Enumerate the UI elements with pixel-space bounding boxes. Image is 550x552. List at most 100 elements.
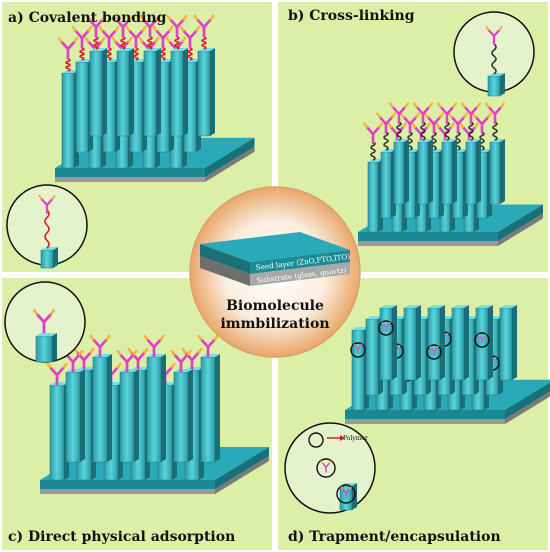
covalent-linker <box>201 36 207 50</box>
crosslinker <box>479 131 485 151</box>
antibody-icon <box>429 345 439 356</box>
panel-d-base-front <box>345 410 505 419</box>
inset-circle-encapsulation: Polymer <box>284 422 376 514</box>
nanorod <box>379 305 397 381</box>
nanorod <box>200 354 220 463</box>
antibody-icon <box>38 194 56 214</box>
panel-a-base-substrate-side <box>205 146 255 182</box>
antibody-icon <box>437 102 457 125</box>
antibody-icon <box>32 309 56 334</box>
antibody-icon <box>461 102 481 125</box>
panel-c-base-side <box>215 447 269 489</box>
antibody-icon <box>170 349 192 373</box>
antibody-icon <box>71 25 93 49</box>
crosslinker <box>455 131 461 151</box>
covalent-linker <box>93 36 99 50</box>
substrate-left <box>200 256 250 286</box>
panel-d-base-substrate-front <box>345 419 505 424</box>
nanorod <box>92 354 112 463</box>
antibody-icon <box>112 14 134 38</box>
nanorod <box>489 139 505 205</box>
antibody-icon <box>376 112 396 135</box>
panel-a-title: a) Covalent bonding <box>8 10 167 26</box>
panel-b-base-front <box>358 232 498 241</box>
nanorod <box>170 48 188 137</box>
antibody-icon <box>98 25 120 49</box>
antibody-icon <box>413 102 433 125</box>
antibody-icon <box>46 362 68 386</box>
antibody-icon <box>152 25 174 49</box>
antibody-icon <box>424 112 444 135</box>
antibody-icon <box>85 14 107 38</box>
antibody-icon <box>197 334 219 358</box>
polymer-capsule-icon <box>308 432 324 448</box>
nanorod <box>403 305 421 381</box>
nanorod <box>173 369 193 463</box>
nanorod <box>197 48 215 137</box>
antibody-icon <box>57 36 79 60</box>
panel-b-title: b) Cross-linking <box>288 8 415 24</box>
antibody-icon <box>116 349 138 373</box>
panel-b-base-substrate-front <box>358 241 498 246</box>
antibody-icon <box>181 347 203 371</box>
antibody-icon <box>138 36 160 60</box>
antibody-icon <box>320 460 332 473</box>
panel-a-illustration <box>55 14 255 182</box>
antibody-icon <box>143 334 165 358</box>
crosslinker <box>383 131 389 151</box>
nanorod <box>427 305 445 381</box>
antibody-icon <box>73 347 95 371</box>
antibody-icon <box>127 347 149 371</box>
antibody-icon <box>485 102 505 125</box>
antibody-icon <box>89 334 111 358</box>
polymer-legend-label: Polymer <box>343 435 368 442</box>
antibody-icon <box>363 122 383 145</box>
antibody-icon <box>125 25 147 49</box>
antibody-icon <box>353 343 363 354</box>
antibody-icon <box>193 14 215 38</box>
center-title-line2: immbilization <box>220 316 329 332</box>
panel-d-title: d) Trapment/encapsulation <box>288 529 501 545</box>
panel-a-base-substrate-front <box>55 177 205 182</box>
panel-b-illustration <box>358 102 543 246</box>
panel-c-base-front <box>40 480 215 489</box>
antibody-icon <box>477 333 487 344</box>
nanorod <box>487 73 505 97</box>
crosslinker <box>396 121 402 141</box>
panel-c-base-substrate-side <box>215 456 269 494</box>
covalent-linker <box>79 47 85 61</box>
nanorod <box>451 305 469 381</box>
antibody-icon <box>166 14 188 38</box>
crosslinker <box>491 43 497 75</box>
polymer-capsule-icon <box>350 342 366 358</box>
panel-b-base-side <box>498 204 543 241</box>
crosslinker <box>444 121 450 141</box>
covalent-linker <box>106 47 112 61</box>
inset-circle-adsorption <box>4 281 86 363</box>
polymer-capsule-icon <box>378 320 394 336</box>
nanorod <box>393 139 409 205</box>
antibody-icon <box>381 321 391 332</box>
covalent-linker <box>44 209 50 249</box>
nanorod <box>89 48 107 137</box>
nanorod <box>441 139 457 205</box>
panel-a-base-front <box>55 168 205 177</box>
panel-c-title: c) Direct physical adsorption <box>8 529 235 545</box>
covalent-linker <box>65 58 71 72</box>
antibody-icon <box>139 14 161 38</box>
center-circle: Seed layer (ZnO,FTO,ITO) Substrate (glas… <box>189 186 361 358</box>
panel-c-base-substrate-front <box>40 489 215 494</box>
arrow-right-icon-head <box>340 435 345 441</box>
antibody-icon <box>389 102 409 125</box>
antibody-icon <box>485 25 503 45</box>
panel-a-base-side <box>205 137 255 177</box>
nanorod <box>35 333 57 363</box>
crosslinker <box>431 131 437 151</box>
covalent-linker <box>160 47 166 61</box>
covalent-linker <box>120 36 126 50</box>
substrate-front <box>250 262 350 286</box>
panel-c-illustration <box>40 334 269 494</box>
panel-b-base-substrate-side <box>498 213 543 246</box>
inset-circle-covalent <box>6 184 88 269</box>
